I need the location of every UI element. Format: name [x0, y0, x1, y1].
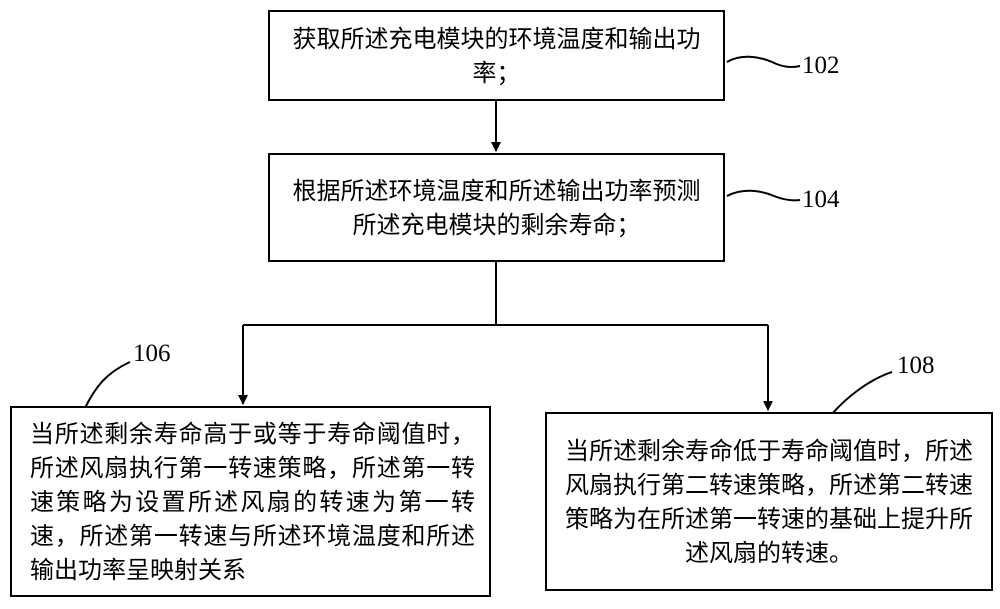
step-text-106: 当所述剩余寿命高于或等于寿命阈值时，所述风扇执行第一转速策略，所述第一转速策略为… — [30, 419, 475, 584]
step-label-106: 106 — [133, 340, 171, 367]
step-box-108: 当所述剩余寿命低于寿命阈值时，所述风扇执行第二转速策略，所述第二转速策略为在所述… — [545, 412, 993, 591]
leader-line-108 — [831, 371, 893, 415]
step-box-106: 当所述剩余寿命高于或等于寿命阈值时，所述风扇执行第一转速策略，所述第一转速策略为… — [10, 406, 491, 597]
step-text-108: 当所述剩余寿命低于寿命阈值时，所述风扇执行第二转速策略，所述第二转速策略为在所述… — [565, 436, 973, 567]
leader-line-106 — [83, 361, 131, 411]
step-label-102: 102 — [802, 52, 840, 79]
step-box-102: 获取所述充电模块的环境温度和输出功率； — [268, 10, 725, 101]
leader-line-102 — [726, 55, 801, 68]
leader-line-104 — [726, 189, 801, 202]
step-box-104: 根据所述环境温度和所述输出功率预测所述充电模块的剩余寿命； — [268, 153, 725, 262]
step-text-104: 根据所述环境温度和所述输出功率预测所述充电模块的剩余寿命； — [292, 176, 701, 239]
step-label-108: 108 — [897, 352, 935, 379]
step-label-104: 104 — [802, 186, 840, 213]
step-text-102: 获取所述充电模块的环境温度和输出功率； — [292, 24, 701, 87]
